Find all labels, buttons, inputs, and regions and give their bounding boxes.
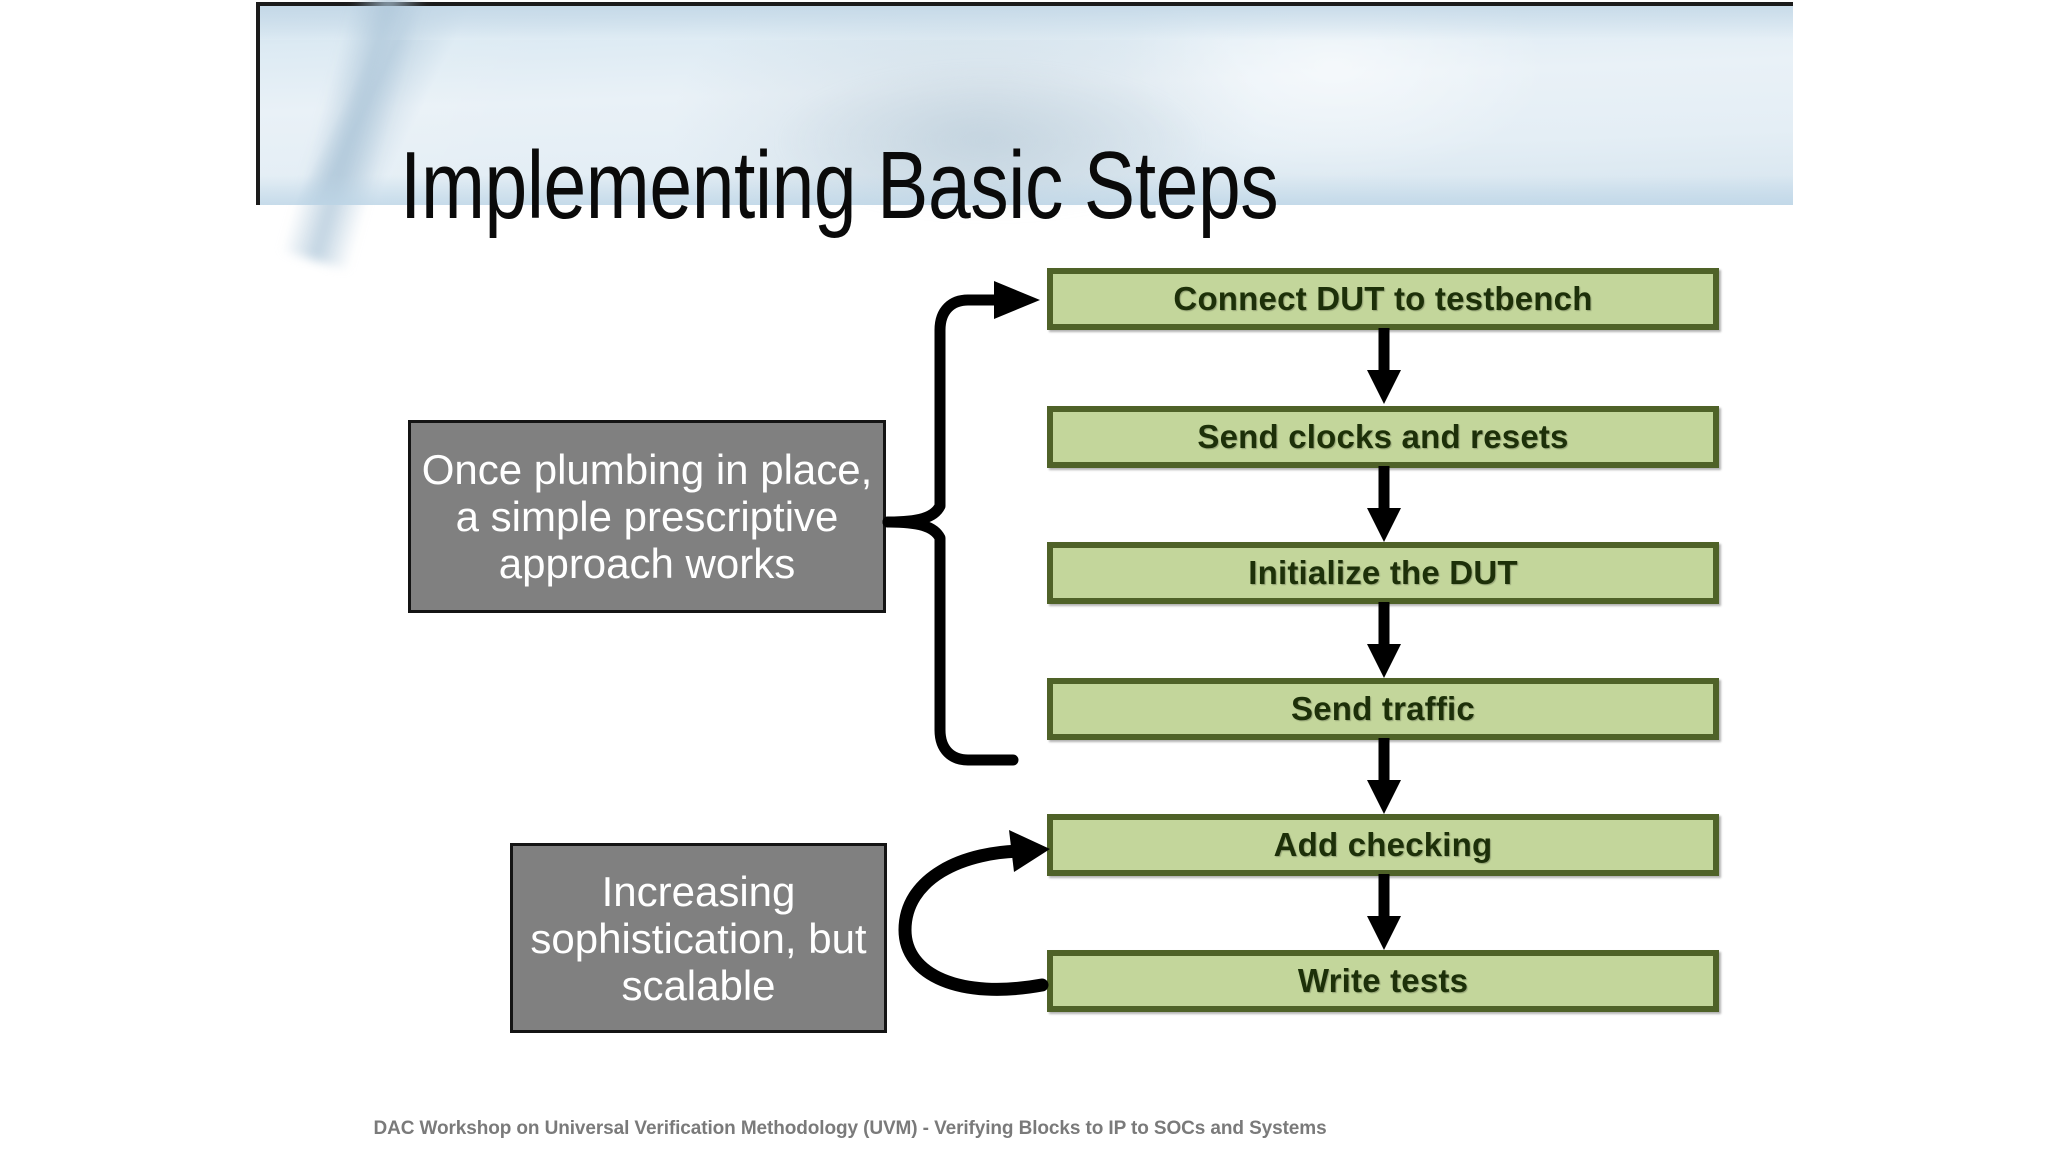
down-arrow-icon <box>1360 602 1408 680</box>
flow-step-connect-dut-to-testbench[interactable]: Connect DUT to testbench <box>1047 268 1719 330</box>
down-arrow-icon <box>1360 466 1408 544</box>
flow-step-label: Write tests <box>1297 962 1469 999</box>
flow-step-label: Send traffic <box>1291 690 1475 727</box>
callout-sophistication[interactable]: Increasing sophistication, but scalable <box>510 843 887 1033</box>
page-title: Implementing Basic Steps <box>400 132 1279 239</box>
flow-step-label: Add checking <box>1273 826 1493 863</box>
brace-arrowhead-icon <box>994 281 1040 319</box>
flow-step-label: Send clocks and resets <box>1197 418 1569 455</box>
flow-step-initialize-the-dut[interactable]: Initialize the DUT <box>1047 542 1719 604</box>
down-arrow-icon <box>1360 874 1408 952</box>
flow-step-write-tests[interactable]: Write tests <box>1047 950 1719 1012</box>
down-arrow-icon <box>1360 738 1408 816</box>
callout-plumbing-text: Once plumbing in place, a simple prescri… <box>421 446 873 587</box>
circular-loop-arrow <box>898 830 1050 996</box>
flow-step-send-clocks-and-resets[interactable]: Send clocks and resets <box>1047 406 1719 468</box>
loop-arrowhead-icon <box>1009 830 1050 872</box>
curly-brace-connector <box>882 281 1040 766</box>
flow-step-label: Connect DUT to testbench <box>1173 280 1593 317</box>
banner-highlight-top <box>260 6 1793 40</box>
flow-step-send-traffic[interactable]: Send traffic <box>1047 678 1719 740</box>
footer-text: DAC Workshop on Universal Verification M… <box>373 1118 1327 1139</box>
flow-step-add-checking[interactable]: Add checking <box>1047 814 1719 876</box>
callout-sophistication-text: Increasing sophistication, but scalable <box>530 867 867 1009</box>
flow-step-label: Initialize the DUT <box>1248 554 1518 591</box>
callout-plumbing[interactable]: Once plumbing in place, a simple prescri… <box>408 420 886 613</box>
down-arrow-icon <box>1360 328 1408 406</box>
